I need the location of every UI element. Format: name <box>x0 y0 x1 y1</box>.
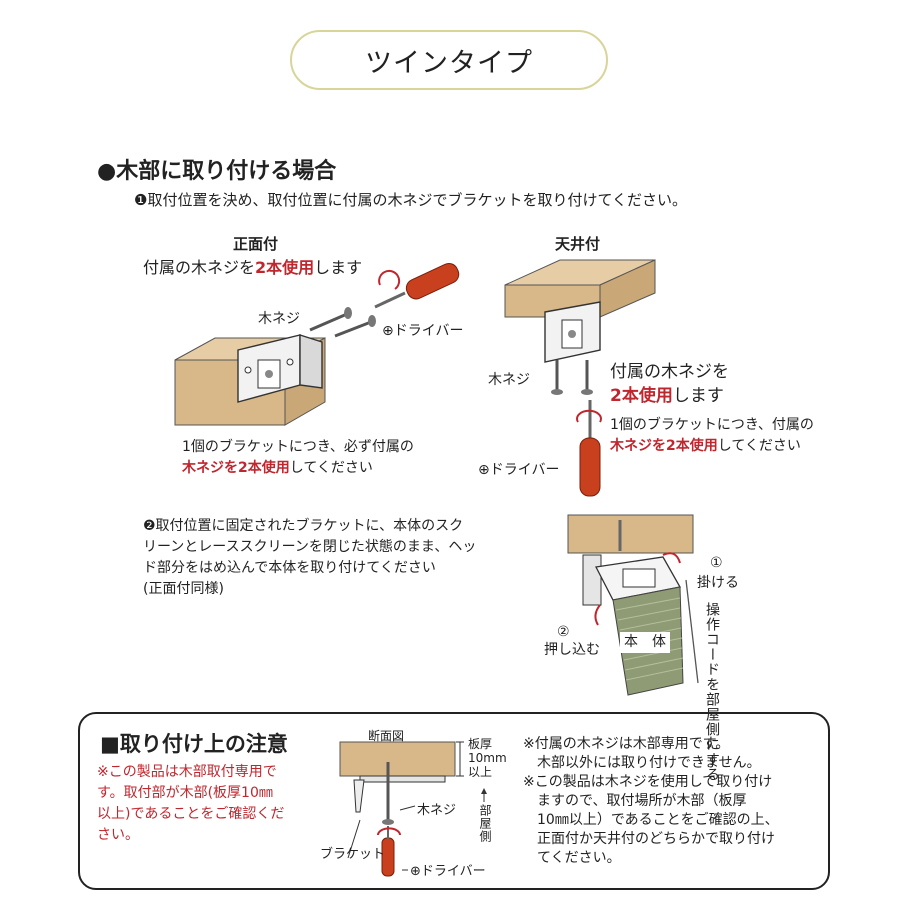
front-screws-icon <box>309 307 376 338</box>
ceiling-screw-label: 木ネジ <box>488 372 530 388</box>
caution-right-notes: ※付属の木ネジは木部専用です。 木部以外には取り付けできません。 ※この製品は木… <box>523 736 779 866</box>
front-screw-label: 木ネジ <box>258 311 300 327</box>
step2-num2: ② <box>557 624 570 640</box>
step2-num1: ① <box>710 555 723 571</box>
ceiling-instruction: 付属の木ネジを 2本使用します <box>610 362 729 406</box>
step2-hook-label: 掛ける <box>697 575 739 591</box>
ceiling-note: 1個のブラケットにつき、付属の 木ネジを2本使用してください <box>610 417 814 454</box>
step2-side-note: 操作コードを部屋側にする <box>704 602 720 782</box>
step2-push-label: 押し込む <box>544 642 600 658</box>
front-instruction: 付属の木ネジを2本使用します <box>143 258 363 277</box>
front-driver-label: ⊕ドライバー <box>382 323 464 339</box>
front-note: 1個のブラケットにつき、必ず付属の 木ネジを2本使用してください <box>182 439 414 476</box>
caution-title: ■取り付け上の注意 <box>100 732 288 756</box>
step2-text: ❷取付位置に固定されたブラケットに、本体のスク リーンとレーススクリーンを閉じた… <box>143 518 477 597</box>
cross-section-bracket-label: ブラケット <box>320 847 386 862</box>
step2-install-illustration <box>567 514 699 696</box>
cross-section-screw-label: 木ネジ <box>417 803 457 818</box>
front-mount-title: 正面付 <box>233 235 279 253</box>
board-thickness-label: 板厚 10mm 以上 <box>468 737 507 779</box>
room-side-label: 部屋側 <box>478 804 492 843</box>
ceiling-screws-icon <box>551 360 593 395</box>
step2-body-label: 本 体 <box>620 632 670 653</box>
cross-section-diagram <box>339 741 487 877</box>
caution-red-note: ※この製品は木部取付専用で す。取付部が木部(板厚10㎜ 以上)であることをご確… <box>97 764 285 843</box>
front-bracket-icon <box>237 334 323 403</box>
ceiling-bracket-icon <box>544 301 601 363</box>
front-driver-icon <box>374 262 460 309</box>
cross-section-driver-label: ⊕ドライバー <box>410 864 486 879</box>
step1-text: ❶取付位置を決め、取付位置に付属の木ネジでブラケットを取り付けてください。 <box>134 191 688 209</box>
section-title: ツインタイプ <box>365 47 533 79</box>
ceiling-driver-icon <box>576 400 602 497</box>
ceiling-wood-illustration <box>504 259 656 318</box>
cross-section-title: 断面図 <box>368 729 405 743</box>
ceiling-mount-title: 天井付 <box>555 235 601 253</box>
section-title-pill: ツインタイプ <box>290 30 608 90</box>
caution-box <box>78 712 830 890</box>
ceiling-driver-label: ⊕ドライバー <box>478 462 560 478</box>
wood-mount-heading: ●木部に取り付ける場合 <box>97 159 337 184</box>
